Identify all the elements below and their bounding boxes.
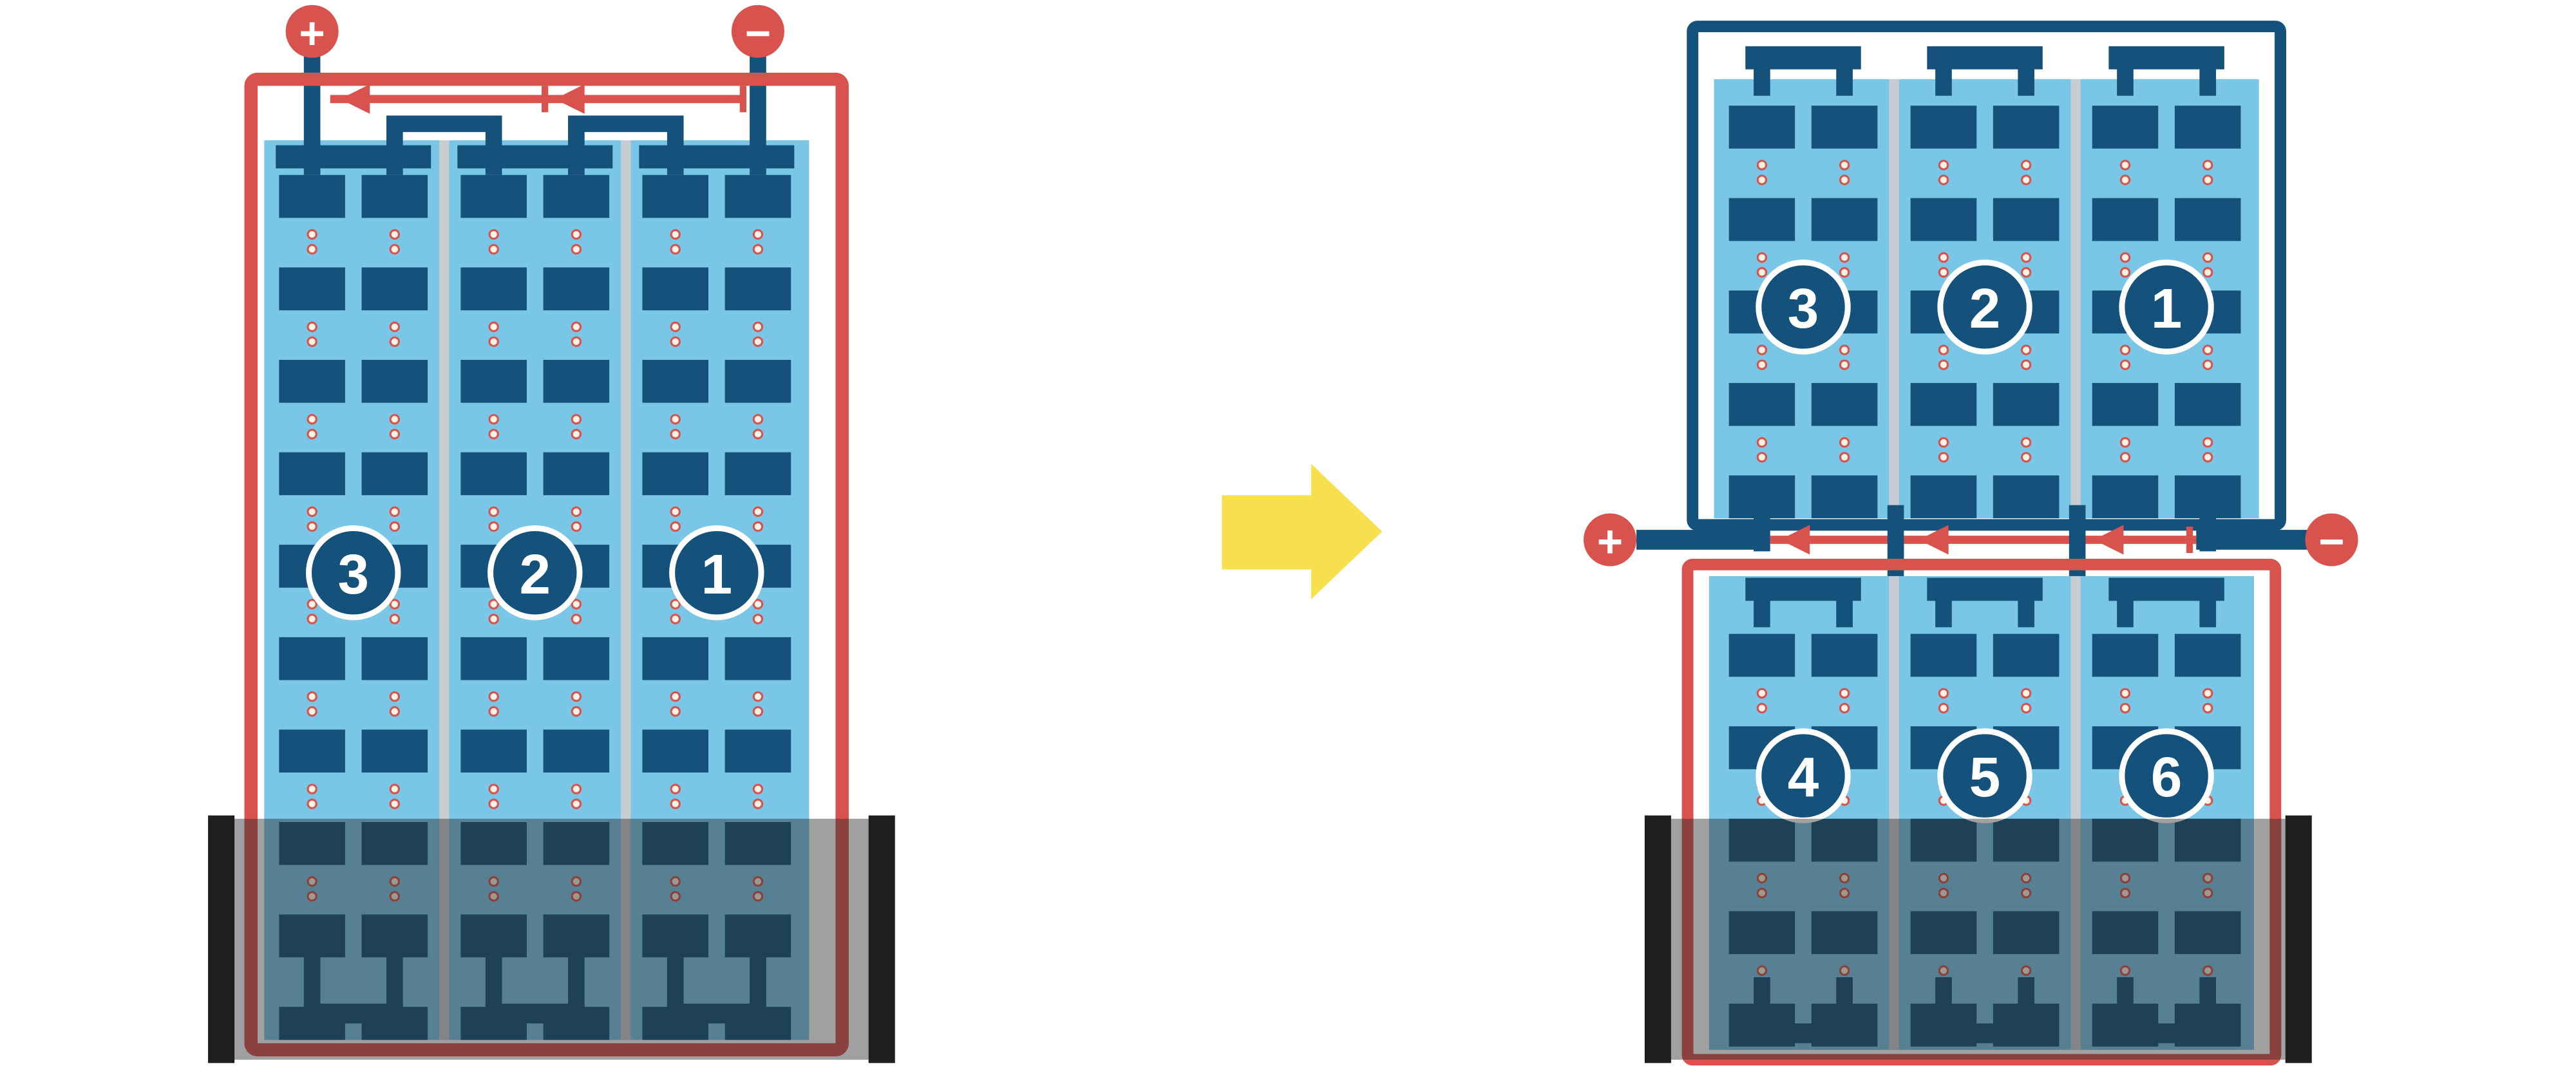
- plate-top-connector: [457, 145, 613, 169]
- cell-number-label: 2: [520, 543, 551, 606]
- series-connector: [485, 129, 502, 175]
- cell-number-badge: [1937, 259, 2032, 355]
- current-direction-arrow-icon: [554, 84, 585, 114]
- cell-divider: [2070, 576, 2081, 1050]
- cell-number-label: 4: [1788, 746, 1819, 809]
- positive-terminal: +: [1583, 513, 1637, 567]
- cell-divider: [1889, 79, 1899, 519]
- negative-terminal-circle: [2305, 513, 2358, 567]
- flow-line-tick: [542, 86, 549, 113]
- cell-number-badge: [488, 525, 583, 621]
- flow-line-tick: [2186, 526, 2193, 553]
- stand-overlay: [1671, 818, 2286, 1060]
- right-battery: 3 2 1 + −: [1583, 21, 2358, 1066]
- cell-number-label: 2: [1969, 277, 2000, 340]
- plate-assembly: [1729, 576, 2241, 1050]
- series-connector: [568, 129, 585, 175]
- plate-assembly: [1729, 79, 2241, 519]
- cell-divider: [1889, 576, 1899, 1050]
- cell-number-badge: [306, 525, 401, 621]
- plate-top-connector: [276, 145, 431, 169]
- negative-terminal: −: [2305, 513, 2358, 567]
- cell-number-badge: [2119, 259, 2214, 355]
- flow-line-tick: [739, 86, 746, 113]
- series-connector: [667, 129, 684, 175]
- plus-symbol: +: [299, 8, 325, 58]
- minus-symbol: −: [745, 8, 771, 58]
- series-connector: [386, 129, 403, 175]
- stand-overlay: [221, 818, 882, 1060]
- left-battery: + − 3 2 1: [208, 5, 895, 1063]
- transformation-arrow-icon: [1222, 464, 1383, 599]
- plate-assembly: [276, 140, 795, 1040]
- positive-terminal-circle: [1583, 513, 1637, 567]
- stand-end-cap: [868, 815, 895, 1063]
- positive-terminal: +: [285, 5, 339, 58]
- terminal-bus-bar: [2196, 530, 2309, 550]
- cell-number-badge: [1756, 728, 1851, 823]
- right-battery-bottom-section: 4 5 6: [1681, 558, 2282, 1066]
- cell-divider: [621, 140, 631, 1040]
- battery-case-border: [1687, 21, 2286, 531]
- cell-number-badge: [1756, 259, 1851, 355]
- cell-divider: [2070, 79, 2081, 519]
- terminal-stem: [750, 49, 766, 175]
- cell-number-label: 1: [701, 543, 732, 606]
- plus-symbol: +: [1597, 516, 1623, 567]
- battery-case-border: [1681, 558, 2282, 1066]
- negative-terminal-circle: [731, 5, 784, 58]
- cell-number-label: 5: [1969, 746, 2000, 809]
- stand-end-cap: [2285, 815, 2312, 1063]
- cell-number-label: 1: [2151, 277, 2182, 340]
- middle-connection-row: + −: [1583, 505, 2358, 588]
- stand-end-cap: [208, 815, 235, 1063]
- section-link-connector: [1887, 505, 1904, 588]
- cell-number-label: 6: [2151, 746, 2182, 809]
- series-connector: [386, 115, 502, 133]
- cell-divider: [439, 140, 450, 1040]
- terminal-stem: [303, 49, 321, 175]
- stand-end-cap: [1644, 815, 1671, 1063]
- terminal-bus-bar: [1636, 530, 1766, 550]
- section-link-connector: [2069, 505, 2086, 588]
- cell-number-label: 3: [337, 543, 368, 606]
- right-battery-top-section: 3 2 1: [1687, 21, 2286, 531]
- negative-terminal: −: [731, 5, 784, 58]
- cell-number-label: 3: [1788, 277, 1819, 340]
- cell-number-badge: [2119, 728, 2214, 823]
- plate-top-connector: [639, 145, 795, 169]
- minus-symbol: −: [2318, 516, 2344, 567]
- current-direction-arrow-icon: [340, 84, 370, 114]
- cell-number-badge: [669, 525, 764, 621]
- series-connector: [568, 115, 684, 133]
- cell-number-badge: [1937, 728, 2032, 823]
- positive-terminal-circle: [285, 5, 339, 58]
- battery-case-border: [244, 72, 849, 1057]
